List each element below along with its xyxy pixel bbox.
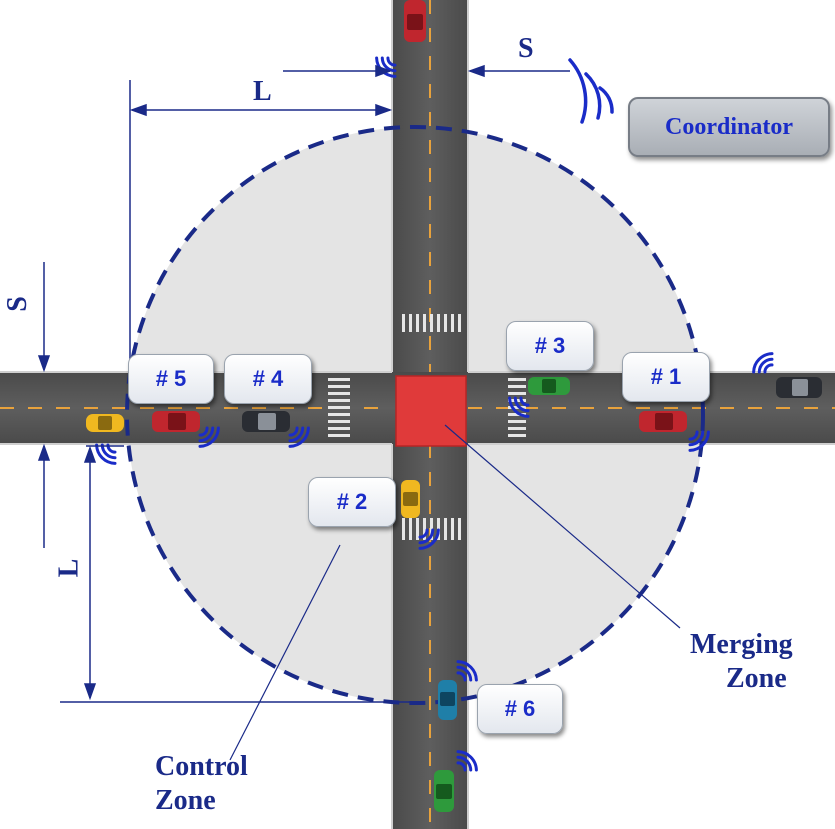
vehicle-tag-2: # 2 bbox=[308, 477, 396, 527]
wireless-signal-icon bbox=[752, 352, 774, 374]
car-green-3 bbox=[528, 377, 570, 395]
dimension-label-S-top: S bbox=[518, 33, 534, 64]
dimension-label-S-left: S bbox=[1, 296, 33, 312]
car-teal-6 bbox=[438, 680, 457, 720]
dimension-label-L-left: L bbox=[53, 558, 85, 578]
control-zone-label-line1: Control bbox=[155, 751, 248, 782]
car-yellow-2 bbox=[401, 480, 420, 518]
merging-zone-leader bbox=[444, 424, 681, 629]
vehicle-tag-1: # 1 bbox=[622, 352, 710, 402]
vehicle-tag-6: # 6 bbox=[477, 684, 563, 734]
wireless-signal-icon bbox=[456, 750, 478, 772]
wireless-signal-icon bbox=[418, 528, 440, 550]
car-yellow-left bbox=[86, 414, 124, 432]
merging-zone-label: Merging Zone bbox=[690, 628, 793, 696]
control-zone-label: Control Zone bbox=[155, 750, 248, 818]
car-red-1 bbox=[639, 411, 687, 432]
wireless-signal-icon bbox=[688, 430, 710, 452]
wireless-signal-icon bbox=[198, 426, 220, 448]
crosswalk-north bbox=[402, 314, 461, 332]
crosswalk-east bbox=[508, 378, 526, 437]
wireless-signal-icon bbox=[288, 426, 310, 448]
crosswalk-west bbox=[328, 378, 350, 437]
merging-zone-label-line1: Merging bbox=[690, 629, 793, 660]
car-green-bottom bbox=[434, 770, 454, 812]
car-black-4 bbox=[242, 411, 290, 432]
coordinator-box: Coordinator bbox=[628, 97, 830, 157]
car-red-top bbox=[404, 0, 426, 42]
merging-zone bbox=[395, 375, 467, 447]
merging-zone-label-line2: Zone bbox=[726, 663, 787, 694]
dimension-label-L-top: L bbox=[253, 76, 272, 107]
control-zone-leader bbox=[229, 544, 341, 761]
vehicle-tag-3: # 3 bbox=[506, 321, 594, 371]
control-zone-boundary bbox=[125, 125, 705, 705]
wireless-signal-icon bbox=[508, 396, 530, 418]
vehicle-tag-4: # 4 bbox=[224, 354, 312, 404]
wireless-signal-icon bbox=[456, 660, 478, 682]
coordinator-broadcast-icon bbox=[568, 58, 614, 124]
control-zone-label-line2: Zone bbox=[155, 785, 216, 816]
vehicle-tag-5: # 5 bbox=[128, 354, 214, 404]
car-red-5 bbox=[152, 411, 200, 432]
car-black-right bbox=[776, 377, 822, 398]
